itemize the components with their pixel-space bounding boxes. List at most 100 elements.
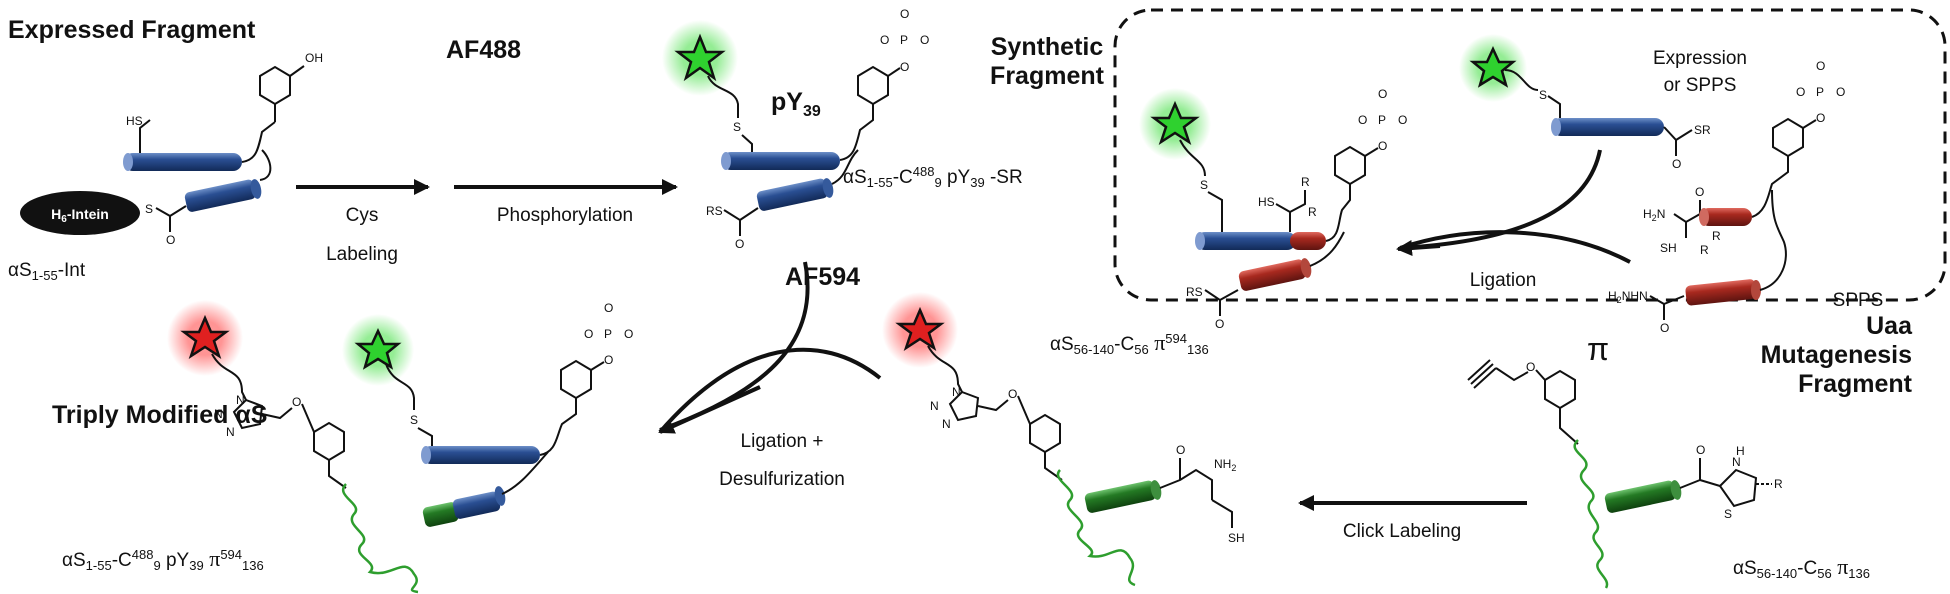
rs-bond (1204, 289, 1239, 316)
cylinder-icon (1195, 232, 1326, 250)
dye-linker (1504, 69, 1539, 91)
benzene-ring-icon (1544, 369, 1576, 410)
phospho-bond (590, 361, 605, 371)
label-or-spps: or SPPS (1664, 75, 1737, 96)
pi-symbol: π (1587, 331, 1609, 367)
label-uaa-fragment: αS56-140-C56 π136 (1733, 554, 1870, 581)
cylinder-icon (1685, 279, 1761, 306)
cylinder-icon (1084, 480, 1162, 513)
backbone (839, 104, 874, 161)
phospho-o-top: O (1816, 59, 1825, 73)
arrow-label-labeling: Labeling (326, 244, 398, 265)
arrow-branch-c56 (658, 347, 882, 434)
hs-label: HS (1258, 195, 1275, 209)
heading-uaa-fragment: Fragment (1798, 370, 1913, 398)
c-term-nh2: NH2 (1214, 457, 1236, 473)
dye-cys (1207, 191, 1223, 232)
heading-triply-modified: Triply Modified αS (52, 401, 267, 429)
triazole-n2: N (214, 407, 223, 421)
backbone-link (241, 121, 276, 163)
c-term-sh (1211, 499, 1233, 528)
cys-hs: HS (126, 114, 143, 128)
benzene-ring-icon (560, 359, 592, 400)
phospho-o-right: O (1398, 113, 1407, 127)
phospho-o-left: O (1358, 113, 1367, 127)
triazole-ring (232, 398, 264, 430)
arrow-label-phosphorylation: Phosphorylation (497, 205, 633, 226)
intein-oval (20, 191, 140, 235)
thioester-bond (155, 205, 187, 232)
phospho-p: P (1816, 85, 1824, 99)
uaa-n: N (1732, 455, 1741, 469)
phospho-o-top: O (604, 301, 613, 315)
thioester-bond (1663, 126, 1693, 156)
cylinder-icon (1604, 480, 1682, 513)
phospho-o-top: O (1378, 87, 1387, 101)
rs-bond (723, 207, 759, 236)
box-o: O (1672, 157, 1681, 171)
phospho-bond (1802, 119, 1817, 129)
heading-mutagenesis: Mutagenesis (1761, 341, 1912, 369)
linker-o (261, 407, 293, 420)
phospho-o: O (1816, 111, 1825, 125)
phospho-o-bond (887, 67, 901, 77)
intein-s: S (145, 202, 153, 216)
dye-linker (927, 345, 963, 393)
arrow-branch-thioester-box (1399, 149, 1602, 250)
spps-bonds (1673, 200, 1701, 238)
hydrazide-label: H2NHN (1608, 289, 1648, 305)
benzene-ring-icon (857, 65, 889, 106)
cylinder-icon (421, 446, 540, 464)
benzene-ring-icon (259, 65, 291, 106)
c-term-o: O (1176, 443, 1185, 457)
phospho-o: O (900, 60, 909, 74)
backbone (1325, 184, 1351, 242)
disordered-tail (342, 483, 419, 594)
green-star-icon (1469, 46, 1517, 88)
spps-backbone (1751, 156, 1789, 218)
red-star-icon (180, 314, 230, 359)
cylinder-icon (184, 179, 262, 212)
ring-bonds (1017, 395, 1063, 481)
uaa-h: H (1736, 444, 1745, 458)
green-star-icon (354, 328, 402, 370)
linker-o-label: O (1008, 387, 1017, 401)
red-star-icon (895, 306, 945, 351)
heading-synthetic: Synthetic (991, 33, 1104, 61)
phospho-o-right: O (1836, 85, 1845, 99)
dye-cys (1547, 95, 1561, 118)
green-star-icon (674, 33, 726, 82)
green-star-icon (1150, 100, 1200, 145)
cylinder-icon (756, 178, 834, 211)
alkyne-o: O (1526, 360, 1535, 374)
uaa-s: S (1724, 507, 1732, 521)
backbone-link-2 (259, 149, 272, 181)
box-sr: SR (1694, 123, 1711, 137)
cylinder-icon (721, 152, 840, 170)
cylinder-icon (123, 153, 242, 171)
triazole-n2: N (930, 399, 939, 413)
arrow-label-ligation: Ligation (1470, 270, 1537, 291)
c-term-bonds (1159, 458, 1213, 500)
green-dye-linker (385, 363, 415, 410)
heading-af488: AF488 (446, 36, 521, 64)
dye-cys (741, 134, 753, 152)
rs-o: O (1215, 317, 1224, 331)
label-c56-pi594: αS56-140-C56 π594136 (1050, 330, 1209, 357)
triple-backbone (539, 398, 577, 456)
tyr-oh: OH (305, 51, 323, 65)
triazole-n3: N (226, 425, 235, 439)
triply-modified-structure: N N N O S O P O O O (167, 300, 633, 594)
dye-s: S (1539, 88, 1547, 102)
af594-fragment-structure: N N N O O NH2 SH (882, 292, 1245, 587)
red-dye-linker (211, 353, 247, 401)
triple-s: S (410, 413, 418, 427)
thiazolidine-ring (1718, 468, 1758, 508)
phospho-o-right: O (624, 327, 633, 341)
label-as-int: αS1-55-Int (8, 260, 86, 283)
label-expression: Expression (1653, 48, 1747, 69)
disordered-tail (1056, 469, 1136, 587)
phospho-p: P (900, 33, 908, 47)
c-term-sh-label: SH (1228, 531, 1245, 545)
disordered-tail (1573, 439, 1609, 589)
